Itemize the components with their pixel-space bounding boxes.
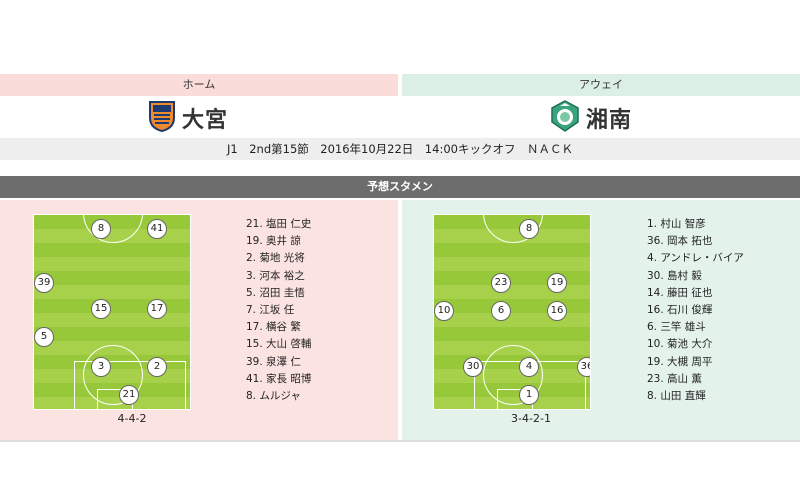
away-formation: 3-4-2-1 (511, 412, 551, 425)
home-player-marker: 3 (91, 357, 111, 377)
away-player-marker: 36 (577, 357, 590, 377)
roster-item: 36. 岡本 拓也 (647, 235, 713, 248)
away-player-marker: 8 (519, 219, 539, 239)
roster-item: 19. 奥井 諒 (246, 235, 301, 248)
home-lineup-panel: 8 41 39 7 15 17 5 19 3 2 21 4-4-2 21. 塩田… (0, 200, 398, 440)
pitch-penalty-arc (83, 345, 143, 405)
roster-item: 4. アンドレ・バイア (647, 252, 744, 265)
roster-item: 14. 藤田 征也 (647, 286, 713, 299)
away-player-marker: 6 (491, 301, 511, 321)
roster-item: 5. 沼田 圭悟 (246, 286, 305, 299)
home-player-marker: 5 (34, 327, 54, 347)
away-player-marker: 1 (519, 385, 539, 405)
roster-item: 15. 大山 啓輔 (246, 338, 312, 351)
home-formation: 4-4-2 (117, 412, 147, 425)
home-team: 大宮 (148, 100, 228, 136)
squirrel-crest-icon (148, 100, 176, 136)
roster-item: 17. 横谷 繁 (246, 321, 301, 334)
away-player-marker: 16 (547, 301, 567, 321)
roster-item: 2. 菊地 光将 (246, 252, 305, 265)
home-pitch: 8 41 39 7 15 17 5 19 3 2 21 (33, 214, 191, 410)
home-player-marker: 41 (147, 219, 167, 239)
lineup-title: 予想スタメン (0, 176, 800, 198)
roster-item: 16. 石川 俊輝 (647, 304, 713, 317)
home-roster: 21. 塩田 仁史 19. 奥井 諒 2. 菊地 光将 3. 河本 裕之 5. … (246, 216, 311, 405)
away-player-marker: 30 (463, 357, 483, 377)
home-player-marker: 15 (91, 299, 111, 319)
roster-item: 30. 島村 毅 (647, 269, 702, 282)
roster-item: 39. 泉澤 仁 (246, 355, 301, 368)
roster-item: 1. 村山 智彦 (647, 218, 706, 230)
away-player-marker: 10 (434, 301, 454, 321)
home-player-marker: 17 (147, 299, 167, 319)
home-player-marker: 39 (34, 273, 54, 293)
roster-item: 41. 家長 昭博 (246, 372, 312, 385)
home-player-marker: 8 (91, 219, 111, 239)
bottom-divider (0, 440, 800, 442)
match-info-bar: J1 2nd第15節 2016年10月22日 14:00キックオフ ＮＡＣＫ (0, 138, 800, 160)
pitch-penalty-arc (483, 345, 543, 405)
roster-item: 10. 菊池 大介 (647, 338, 713, 351)
roster-item: 6. 三竿 雄斗 (647, 321, 706, 334)
away-team: 湘南 (550, 100, 632, 136)
away-roster: 1. 村山 智彦 36. 岡本 拓也 4. アンドレ・バイア 30. 島村 毅 … (647, 216, 744, 405)
away-team-name: 湘南 (586, 108, 633, 133)
home-player-marker: 2 (147, 357, 167, 377)
roster-item: 23. 高山 薫 (647, 372, 702, 385)
away-lineup-panel: 8 23 19 10 6 16 14 30 4 36 1 3-4-2-1 1. … (402, 200, 800, 440)
roster-item: 21. 塩田 仁史 (246, 218, 312, 230)
away-player-marker: 4 (519, 357, 539, 377)
away-pitch: 8 23 19 10 6 16 14 30 4 36 1 (433, 214, 591, 410)
away-player-marker: 19 (547, 273, 567, 293)
away-label: アウェイ (402, 74, 800, 96)
roster-item: 8. 山田 直輝 (647, 390, 706, 403)
home-player-marker: 21 (119, 385, 139, 405)
roster-item: 7. 江坂 任 (246, 304, 295, 317)
roster-item: 8. ムルジャ (246, 390, 301, 403)
away-player-marker: 23 (491, 273, 511, 293)
home-team-name: 大宮 (182, 108, 229, 133)
home-label: ホーム (0, 74, 398, 96)
seal-crest-icon (550, 100, 580, 136)
roster-item: 3. 河本 裕之 (246, 269, 305, 282)
pitch-penalty-box (74, 361, 186, 409)
roster-item: 19. 大槻 周平 (647, 355, 713, 368)
